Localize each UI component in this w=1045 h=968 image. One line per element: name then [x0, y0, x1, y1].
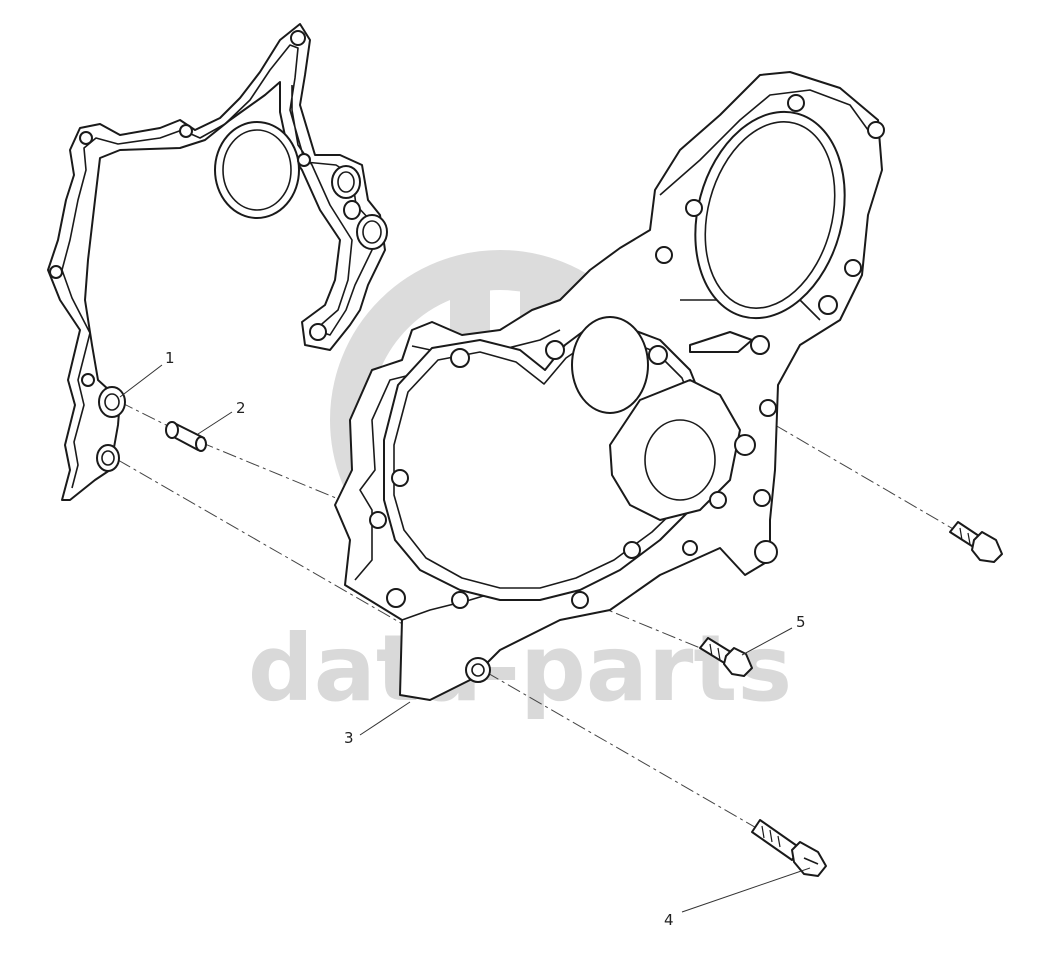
- leader-lines: [119, 364, 811, 913]
- callout-3: 3: [344, 729, 354, 747]
- timing-cover-housing: [334, 71, 885, 701]
- cover-hole: [451, 591, 469, 609]
- alignment-line-dowel: [119, 401, 171, 428]
- cover-hole: [818, 295, 838, 315]
- cover-hole: [750, 335, 770, 355]
- gasket-hole: [79, 131, 93, 145]
- callout-2: 2: [236, 399, 246, 417]
- callout-1: 1: [165, 349, 175, 367]
- gasket-bolt-hole: [96, 444, 120, 472]
- flange-bolt-right: [949, 521, 1003, 563]
- cover-hole-bottom: [465, 657, 491, 683]
- cover-hole: [545, 340, 565, 360]
- cover-hole: [867, 121, 885, 139]
- leader-line-5: [741, 627, 793, 656]
- gasket-hole-top: [290, 30, 306, 46]
- gasket-hole: [81, 373, 95, 387]
- cover-hole: [391, 469, 409, 487]
- gasket-dowel-hole: [98, 386, 126, 418]
- dowel-pin: [165, 421, 207, 452]
- gasket-hole: [49, 265, 63, 279]
- long-flange-bolt: [751, 819, 827, 877]
- cover-hole: [623, 541, 641, 559]
- upper-bore: [694, 110, 846, 320]
- cover-hole: [648, 345, 668, 365]
- cover-hole: [844, 259, 862, 277]
- cover-hole: [571, 591, 589, 609]
- gasket-port-lower: [356, 214, 388, 250]
- leader-line-2: [197, 411, 233, 435]
- leader-line-4: [681, 867, 811, 913]
- callout-4: 4: [664, 911, 674, 929]
- cover-hole: [682, 540, 698, 556]
- gasket-hole: [179, 124, 193, 138]
- cover-hole: [753, 489, 771, 507]
- cover-hole: [759, 399, 777, 417]
- gasket-large-opening: [214, 121, 300, 219]
- cover-hole: [386, 588, 406, 608]
- cover-hole: [369, 511, 387, 529]
- cover-hole: [685, 199, 703, 217]
- callout-labels: 1 2 3 4 5: [165, 349, 806, 929]
- short-flange-bolt: [699, 637, 753, 677]
- gasket: [47, 23, 388, 501]
- cover-hole: [450, 348, 470, 368]
- gasket-port-small: [343, 200, 361, 220]
- gasket-port-upper: [331, 165, 361, 199]
- alignment-line-bolt-5: [199, 441, 706, 651]
- alignment-line-bolt-right: [774, 424, 956, 531]
- cover-hole: [787, 94, 805, 112]
- center-bore: [571, 316, 649, 414]
- cover-tab: [689, 331, 753, 353]
- cover-hole: [709, 491, 727, 509]
- gasket-hole-bottom: [309, 323, 327, 341]
- callout-5: 5: [796, 613, 806, 631]
- cover-hole: [655, 246, 673, 264]
- leader-line-3: [359, 701, 411, 736]
- gasket-hole: [297, 153, 311, 167]
- leader-line-1: [119, 364, 163, 398]
- cover-hole: [734, 434, 756, 456]
- cover-hole: [754, 540, 778, 564]
